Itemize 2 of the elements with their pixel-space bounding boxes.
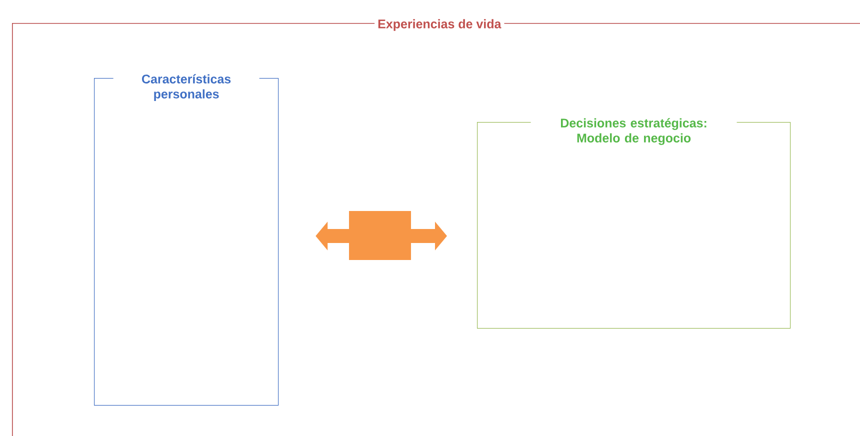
content-box: Características personales [94,71,279,406]
content-box: Decisiones estratégicas: Modelo de negocio [477,115,791,329]
